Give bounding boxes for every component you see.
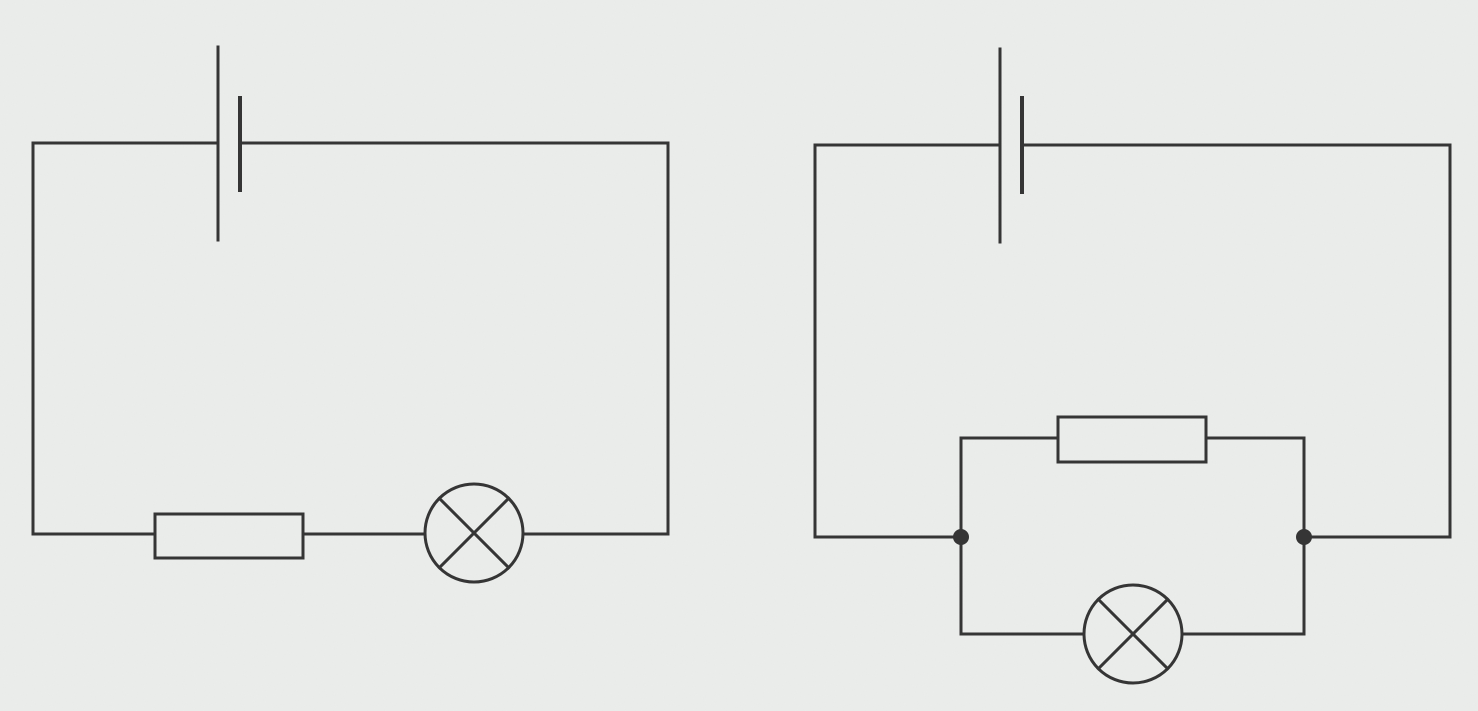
- resistor-body: [1056, 415, 1208, 464]
- resistor-icon: [1056, 415, 1208, 464]
- parallel-wires: [813, 143, 1452, 636]
- series-circuit: [31, 45, 670, 584]
- junction-dot-icon: [1296, 529, 1312, 545]
- battery-icon: [998, 47, 1024, 244]
- parallel-branch-lower-right: [1180, 535, 1306, 636]
- parallel-wire-top-right: [1020, 143, 1452, 539]
- series-wire-top-right: [238, 141, 670, 536]
- parallel-circuit: [813, 47, 1452, 685]
- lamp-cross-b: [437, 496, 511, 570]
- resistor-icon: [153, 512, 305, 560]
- parallel-branch-lower-left: [959, 535, 1086, 636]
- parallel-branch-upper-left: [959, 436, 1060, 539]
- series-wires: [31, 141, 670, 536]
- lamp-icon: [423, 482, 525, 584]
- junction-dot-icon: [953, 529, 969, 545]
- lamp-icon: [1082, 583, 1184, 685]
- resistor-body: [153, 512, 305, 560]
- parallel-branch-upper-right: [1204, 436, 1306, 539]
- lamp-circle: [1082, 583, 1184, 685]
- lamp-cross-b: [1096, 597, 1170, 671]
- parallel-wire-top-left: [813, 143, 1002, 539]
- series-wire-top-left: [31, 141, 220, 536]
- lamp-circle: [423, 482, 525, 584]
- battery-icon: [216, 45, 242, 242]
